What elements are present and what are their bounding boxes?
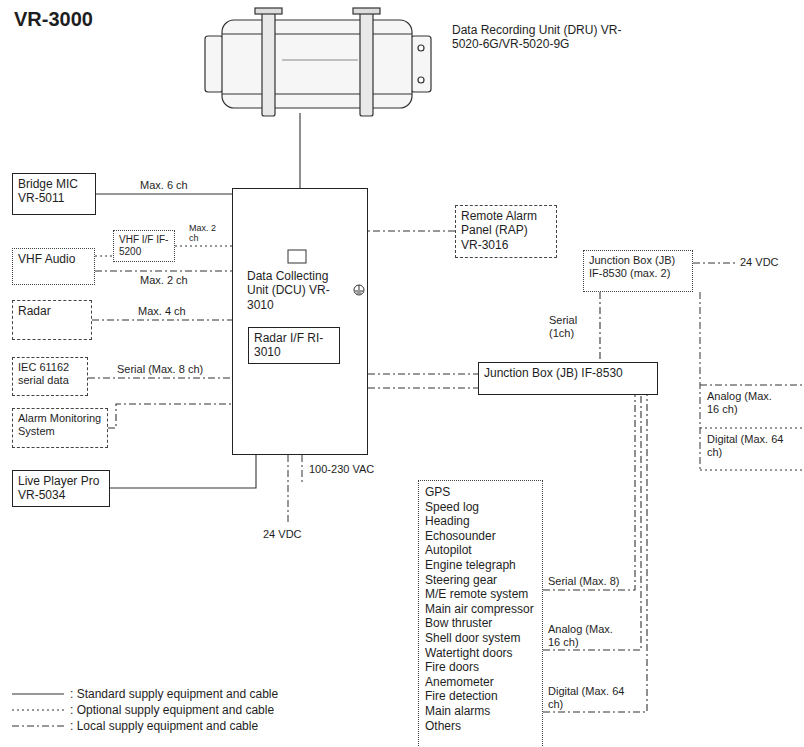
box-label: Junction Box (JB) IF-8530 (max. 2) [589,254,687,280]
list-item: Heading [425,514,536,529]
box-label: Data Collecting Unit (DCU) VR-3010 [247,269,351,312]
list-item: Autopilot [425,543,536,558]
list-item: Fire detection [425,689,536,704]
signal-note: 100-230 VAC [308,463,375,476]
dru-illustration [205,8,431,116]
recording-unit: Data Recording Unit (DRU) VR-5020-6G/VR-… [200,5,440,113]
connector-line [175,245,232,246]
list-item: Watertight doors [425,646,536,661]
interface-box: VHF I/F IF-5200 [113,230,175,262]
box-label: Junction Box (JB) IF-8530 [484,366,652,380]
alarm-system-box: Alarm Monitoring System [12,408,108,448]
box-label: Data Recording Unit (DRU) VR-5020-6G/VR-… [452,23,624,52]
list-item: Others [425,719,536,734]
dcu-indicator [288,250,306,263]
list-item: Main air compressor [425,602,536,617]
legend: : Standard supply equipment and cable : O… [10,686,278,734]
box-label: Radar I/F RI-3010 [254,331,334,360]
connector-line [96,193,232,194]
list-item: M/E remote system [425,587,536,602]
connector-line [368,373,478,374]
junction-box: Junction Box (JB) IF-8530 (max. 2) [583,250,693,292]
connector-line [110,455,256,488]
connector-label: Max. 2 ch [188,223,220,244]
connector-line [368,230,455,231]
legend-line-sample [10,705,66,715]
connector-label: Max. 6 ch [139,179,189,192]
connector-label: Max. 4 ch [137,305,187,318]
junction-box: Junction Box (JB) IF-8530 [478,362,658,395]
connector-label: Digital (Max. 64 ch) [547,685,629,710]
signal-note: 24 VDC [739,256,780,269]
legend-row: : Local supply equipment and cable [10,718,278,734]
box-label: Radar [18,304,86,318]
list-item: Speed log [425,500,536,515]
list-item: Engine telegraph [425,558,536,573]
list-item: Bow thruster [425,616,536,631]
microphone-box: Bridge MIC VR-5011 [12,173,96,215]
serial-data-box: IEC 61162 serial data [12,357,88,396]
list-item: Main alarms [425,704,536,719]
box-label: VHF Audio [18,252,89,266]
box-label: Remote Alarm Panel (RAP) VR-3016 [461,209,551,252]
alarm-panel-box: Remote Alarm Panel (RAP) VR-3016 [455,205,557,258]
list-item: Shell door system [425,631,536,646]
list-item: Fire doors [425,660,536,675]
player-box: Live Player Pro VR-5034 [12,470,110,507]
legend-text: : Local supply equipment and cable [70,719,258,733]
diagram-title: VR-3000 [14,8,93,31]
connector-line [543,395,641,650]
radar-box: Radar [12,300,92,340]
ground-symbol [354,285,364,295]
radar-interface-box: Radar I/F RI-3010 [248,327,340,364]
legend-line-sample [10,689,66,699]
legend-line [12,709,64,710]
list-item: Echosounder [425,529,536,544]
legend-text: : Optional supply equipment and cable [70,703,274,717]
collecting-unit: Data Collecting Unit (DCU) VR-3010Radar … [232,188,368,455]
list-item: Steering gear [425,573,536,588]
legend-row: : Optional supply equipment and cable [10,702,278,718]
connector-line [95,270,232,271]
list-item: Anemometer [425,675,536,690]
signal-note: Digital (Max. 64 ch) [706,433,800,458]
sensor-list-box: GPSSpeed logHeadingEchosounderAutopilotE… [418,480,543,747]
audio-source-box: VHF Audio [12,248,95,285]
signal-note: Analog (Max. 16 ch) [706,390,788,415]
box-label: Bridge MIC VR-5011 [18,177,90,206]
connector-label: Serial (Max. 8 ch) [116,363,204,376]
connector-label: Serial (Max. 8) [547,575,621,588]
legend-row: : Standard supply equipment and cable [10,686,278,702]
legend-line [12,725,64,726]
connector-line [108,404,232,428]
box-label: VHF I/F IF-5200 [119,234,169,258]
legend-text: : Standard supply equipment and cable [70,687,278,701]
signal-note: 24 VDC [262,528,303,541]
connector-label: Max. 2 ch [139,274,189,287]
legend-line [12,693,64,694]
box-label: IEC 61162 serial data [18,361,82,387]
power-wiring [288,263,804,524]
connector-line [92,319,232,320]
connector-line [368,387,478,388]
connector-line [95,255,113,256]
connector-label: Serial (1ch) [548,314,594,339]
connector-line [543,395,635,590]
box-label: Alarm Monitoring System [18,412,102,438]
connector-line [543,395,647,712]
legend-line-sample [10,721,66,731]
connector-line [599,292,600,362]
list-item: GPS [425,485,536,500]
connector-line [299,113,300,188]
box-label: Live Player Pro VR-5034 [18,474,104,503]
connector-label: Analog (Max. 16 ch) [547,623,627,648]
connector-line [88,377,232,378]
